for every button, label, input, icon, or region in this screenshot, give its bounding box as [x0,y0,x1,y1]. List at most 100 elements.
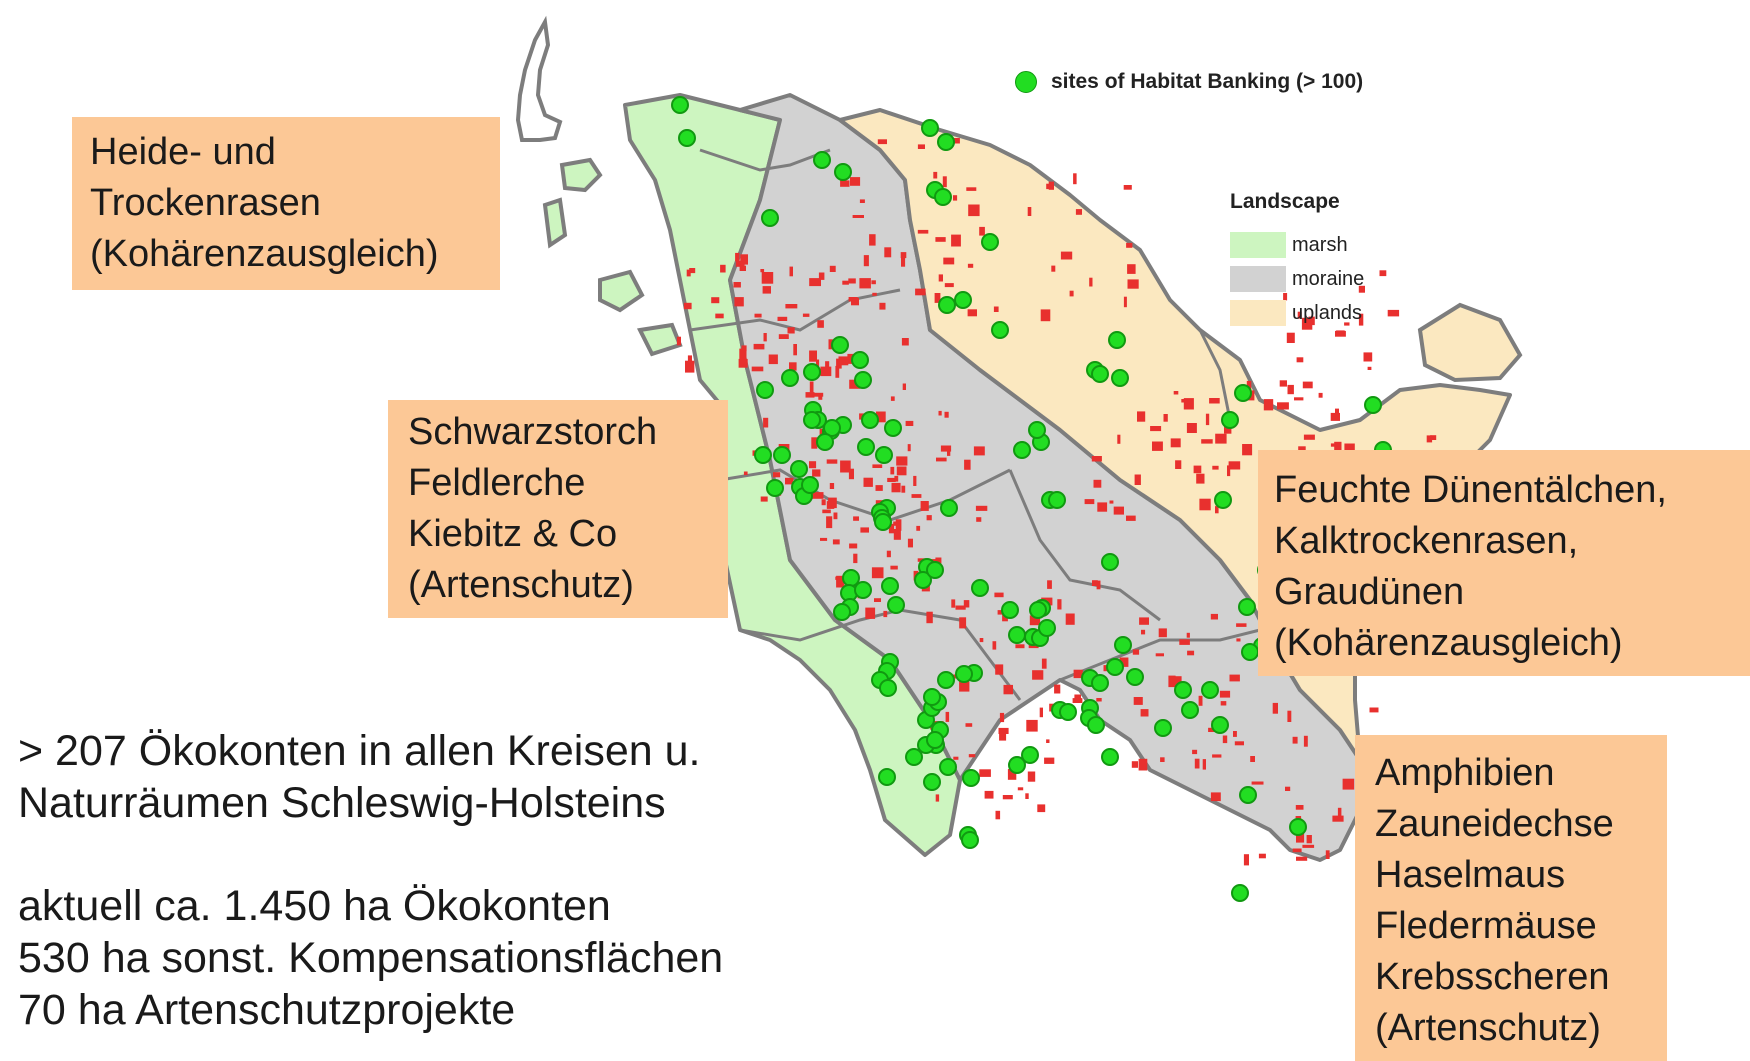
habitat-patch [809,278,821,287]
site-point [962,769,980,787]
habitat-patch [1051,265,1056,272]
habitat-patch [1387,309,1400,317]
site-point [813,151,831,169]
habitat-patch [826,516,833,529]
site-point [831,336,849,354]
habitat-patch [1171,676,1182,687]
habitat-patch [1163,414,1168,422]
habitat-banking-sites [671,96,1392,902]
habitat-patch [1219,690,1231,698]
habitat-patch [968,204,980,217]
site-point [851,351,869,369]
habitat-patch [1294,397,1304,401]
habitat-patch [793,344,797,356]
legend-item-label: marsh [1292,233,1348,256]
habitat-patch [1272,702,1278,714]
habitat-patch [1054,684,1061,694]
site-point [1021,746,1039,764]
habitat-patch [1138,758,1148,771]
green-dot-icon [1015,71,1037,93]
habitat-patch [1233,731,1237,737]
habitat-patch [1015,644,1025,649]
site-point [842,569,860,587]
site-point [879,679,897,697]
habitat-patch [933,171,938,179]
habitat-patch [1126,242,1133,248]
habitat-patch [1073,669,1083,679]
site-point [881,577,899,595]
habitat-patch [944,411,949,418]
habitat-patch [1175,460,1182,469]
habitat-patch [751,366,764,372]
site-point [981,233,999,251]
habitat-patch [926,515,932,521]
habitat-patch [822,509,831,514]
site-point [857,438,875,456]
site-point [1174,681,1192,699]
site-point [1234,384,1252,402]
site-point [781,369,799,387]
habitat-patch [760,496,768,502]
habitat-patch [826,501,835,509]
habitat-patch [973,446,985,456]
site-point [961,831,979,849]
habitat-patch [901,485,906,493]
habitat-patch [1017,787,1024,791]
habitat-patch [720,264,726,273]
habitat-patch [812,492,824,499]
habitat-patch [1306,835,1312,844]
island-amrum [542,197,568,249]
habitat-patch [1227,465,1231,477]
habitat-patch [832,539,840,545]
habitat-patch [1426,435,1433,443]
habitat-patch [865,607,876,619]
habitat-patch [1430,435,1437,440]
site-point [823,419,841,437]
habitat-patch [1123,185,1132,190]
habitat-patch [1344,443,1355,453]
habitat-patch [1302,844,1315,848]
habitat-patch [785,477,794,485]
habitat-patch [1109,500,1114,504]
habitat-patch [999,733,1007,741]
habitat-patch [916,525,921,531]
habitat-patch [1131,761,1138,768]
habitat-patch [1277,402,1289,410]
habitat-patch [975,505,988,511]
habitat-patch [944,283,954,288]
habitat-patch [1209,398,1220,404]
legend-landscape: Landscape marsh moraine uplands [1230,190,1364,330]
site-point [834,163,852,181]
habitat-patch [935,557,942,564]
habitat-patch [1236,638,1241,642]
habitat-patch [979,769,991,777]
habitat-patch [773,472,781,478]
habitat-patch [1287,710,1292,722]
site-point [1087,716,1105,734]
note-feuchte: Feuchte Dünentälchen, Kalktrockenrasen, … [1258,450,1750,676]
habitat-patch [1358,313,1364,326]
habitat-patch [1133,697,1143,705]
habitat-patch [1007,769,1017,780]
habitat-patch [1168,675,1176,688]
habitat-patch [935,794,940,802]
site-point [955,665,973,683]
site-point [1001,601,1019,619]
site-point [1008,626,1026,644]
habitat-patch [968,754,976,758]
habitat-patch [1039,707,1043,718]
habitat-patch [1160,757,1165,762]
note-amphibien: Amphibien Zauneidechse Haselmaus Flederm… [1355,735,1667,1061]
habitat-patch [998,727,1009,734]
habitat-patch [809,381,814,393]
habitat-patch [833,512,838,520]
habitat-patch [984,790,994,799]
island-foehr [559,157,603,193]
site-point [1101,748,1119,766]
habitat-patch [917,144,925,149]
site-point [790,460,808,478]
site-point [766,479,784,497]
site-point [926,561,944,579]
district-boundaries [689,148,1261,701]
habitat-patch [715,313,724,319]
